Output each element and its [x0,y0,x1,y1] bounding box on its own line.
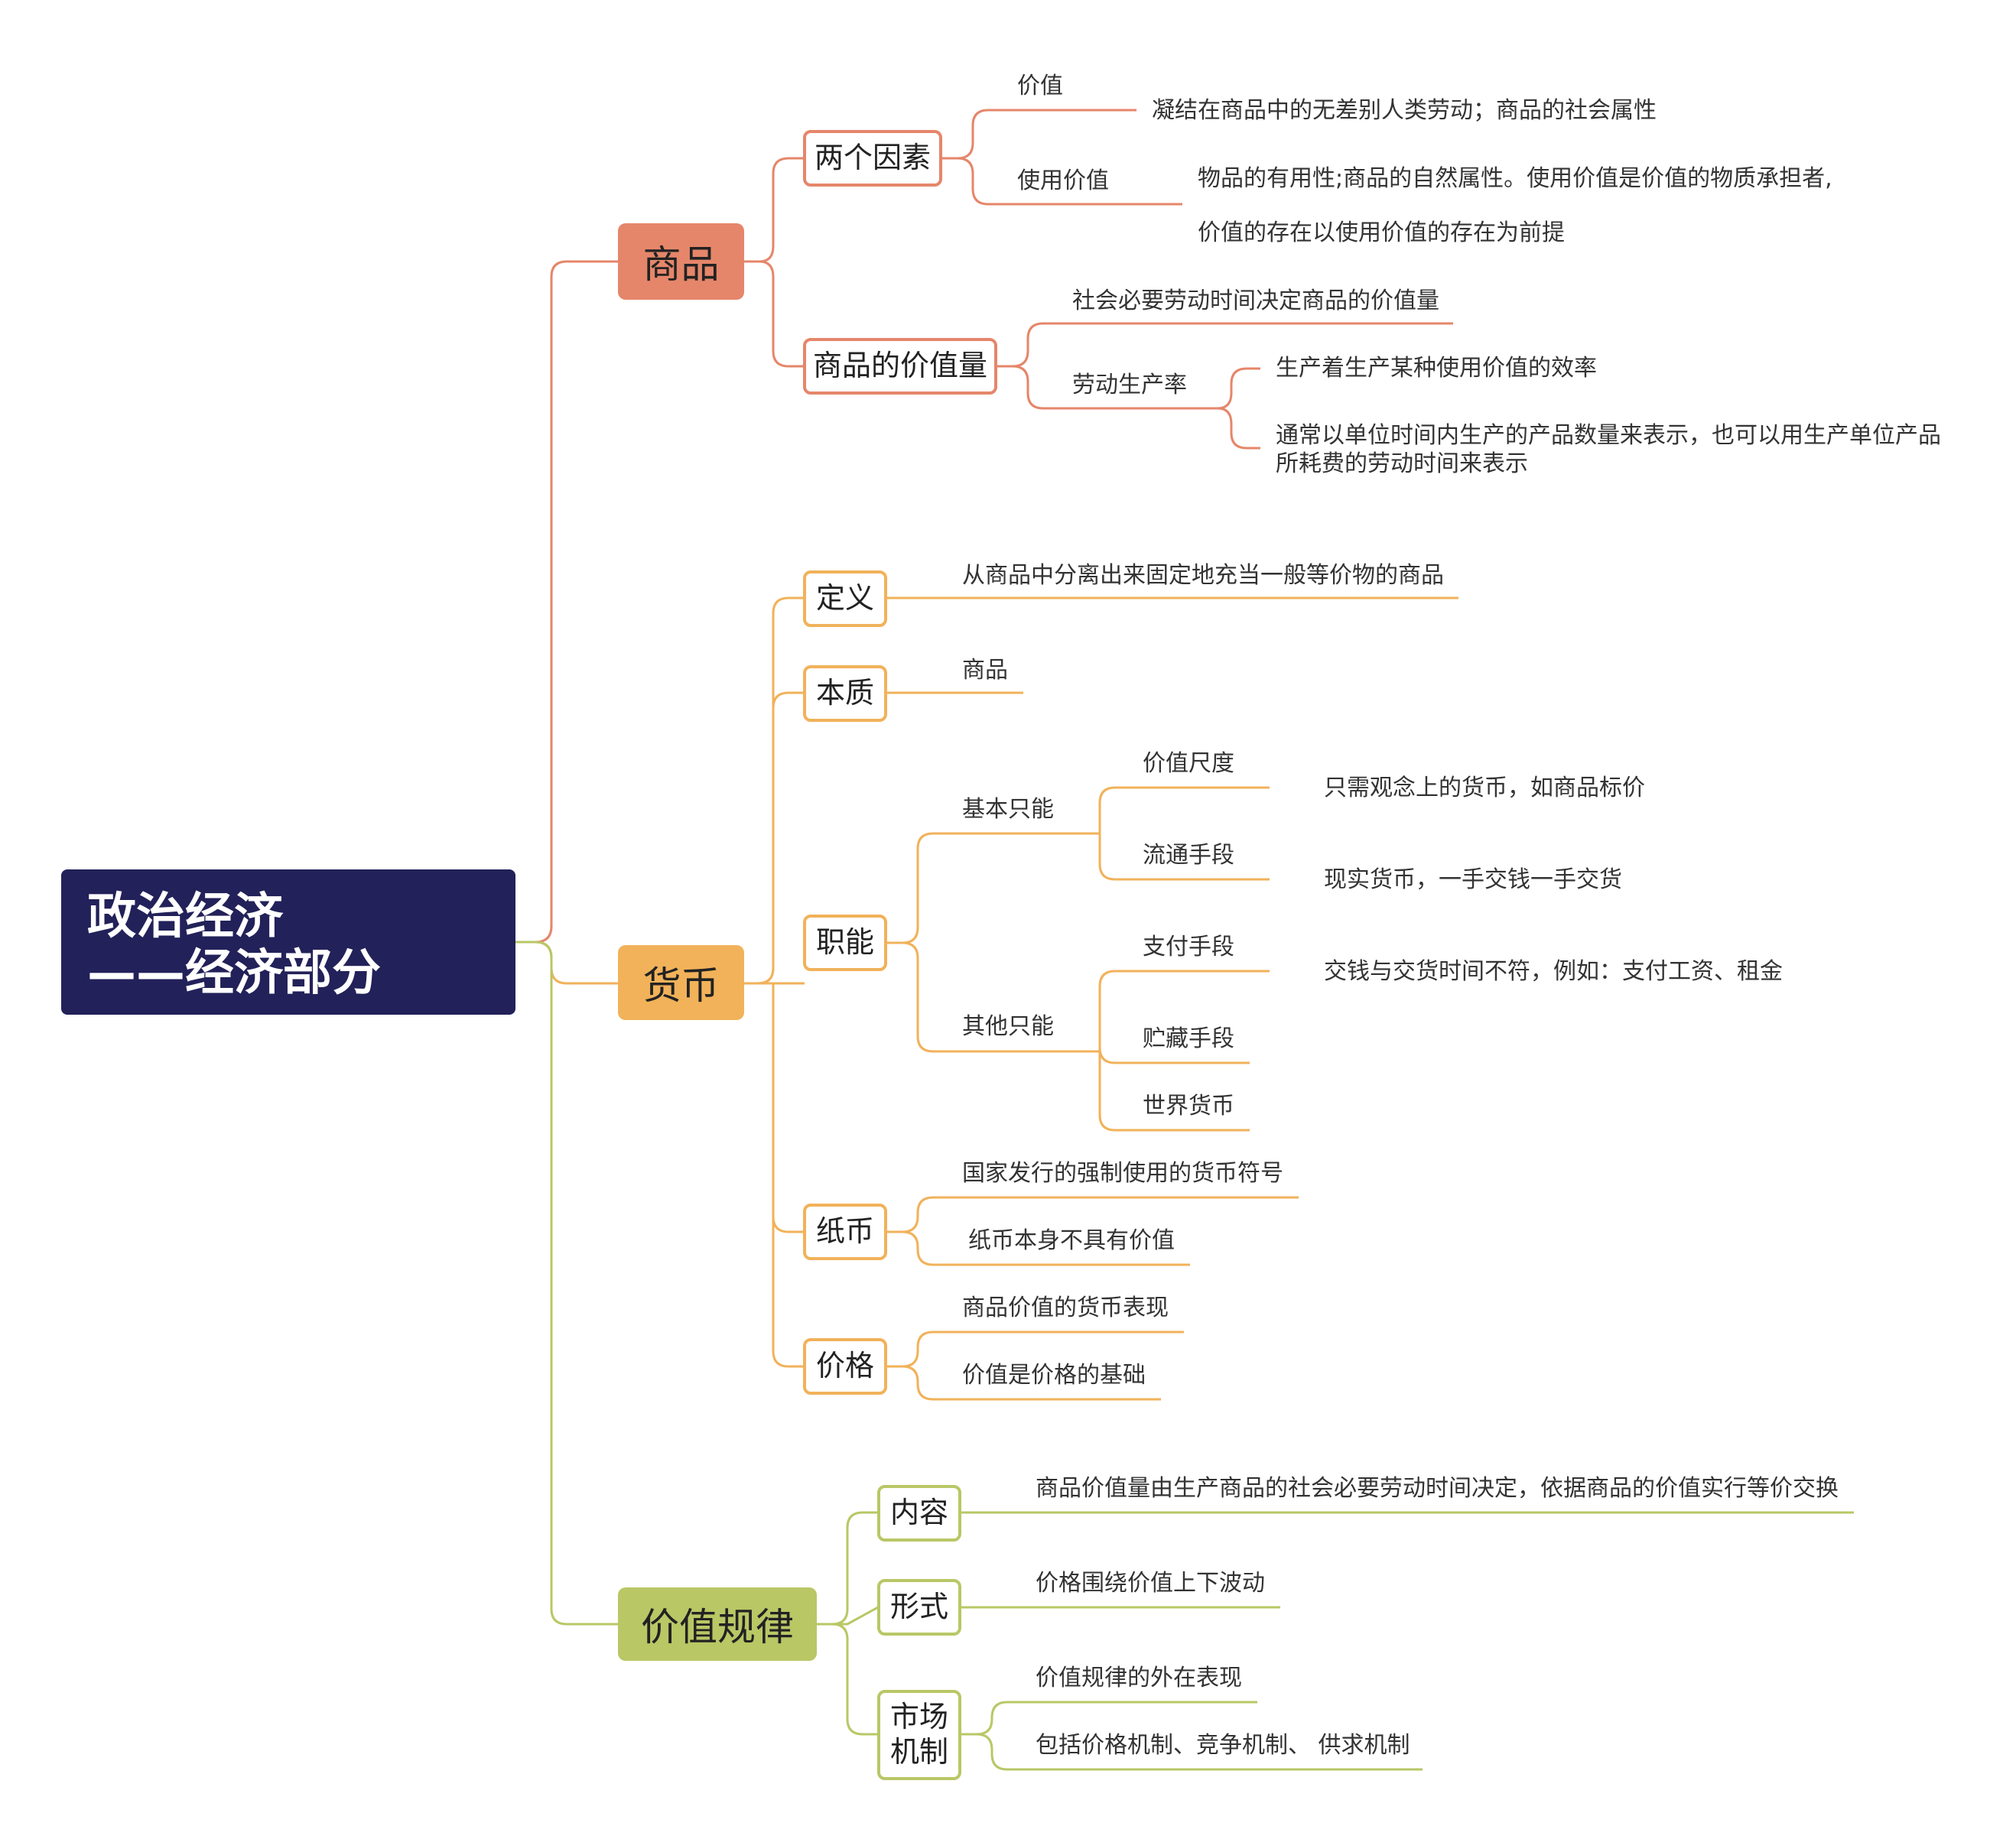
node-essence[interactable]: 本质 [803,665,887,722]
node-label: 内容 [889,1496,948,1530]
node-label: 纸币 [815,1214,874,1249]
node-content[interactable]: 内容 [877,1485,961,1542]
node-label: 定义 [815,581,874,616]
main-node-currency[interactable]: 货币 [618,945,744,1020]
currency-connectors [743,596,1458,1401]
root-connectors [515,260,619,1626]
root-node[interactable]: 政治经济 ——经济部分 [61,869,515,1015]
label-labor-productivity[interactable]: 劳动生产率 [1072,372,1187,398]
desc-medium-of-circulation[interactable]: 现实货币，一手交钱一手交货 [1324,866,1622,893]
desc-measure-of-value[interactable]: 只需观念上的货币，如商品标价 [1324,775,1645,801]
node-commodity-value-quantity[interactable]: 商品的价值量 [803,338,997,395]
desc-means-of-payment[interactable]: 交钱与交货时间不符，例如：支付工资、租金 [1324,958,1783,985]
label-means-of-payment[interactable]: 支付手段 [1143,934,1234,960]
node-label: 形式 [889,1590,948,1624]
node-form[interactable]: 形式 [877,1579,961,1636]
label-world-money[interactable]: 世界货币 [1143,1093,1234,1119]
label-value[interactable]: 价值 [1017,73,1063,99]
desc-productivity-2[interactable]: 通常以单位时间内生产的产品数量来表示，也可以用生产单位产品 [1276,422,1941,449]
node-paper-money[interactable]: 纸币 [803,1204,887,1260]
main-node-label: 货币 [642,963,720,1008]
desc-price-1[interactable]: 商品价值的货币表现 [962,1295,1169,1321]
value-law-connectors [817,1511,1854,1771]
node-label: 价格 [815,1349,874,1383]
desc-paper-money-2[interactable]: 纸币本身不具有价值 [968,1227,1175,1254]
node-label: 两个因素 [814,141,931,175]
root-title-line1: 政治经济 [87,889,283,945]
node-label-line1: 市场 [889,1700,948,1734]
desc-paper-money-1[interactable]: 国家发行的强制使用的货币符号 [962,1160,1283,1187]
node-price[interactable]: 价格 [803,1338,887,1395]
commodity-connectors [744,109,1453,450]
desc-market-2[interactable]: 包括价格机制、竞争机制、 供求机制 [1036,1732,1410,1759]
node-label: 商品的价值量 [812,349,987,383]
desc-market-1[interactable]: 价值规律的外在表现 [1036,1665,1242,1691]
desc-value[interactable]: 凝结在商品中的无差别人类劳动；商品的社会属性 [1152,97,1657,124]
main-node-value-law[interactable]: 价值规律 [618,1587,817,1661]
desc-form[interactable]: 价格围绕价值上下波动 [1036,1570,1265,1597]
desc-content[interactable]: 商品价值量由生产商品的社会必要劳动时间决定，依据商品的价值实行等价交换 [1036,1475,1839,1502]
label-basic-functions[interactable]: 基本只能 [962,796,1054,823]
node-functions[interactable]: 职能 [803,915,887,971]
desc-use-value-2[interactable]: 价值的存在以使用价值的存在为前提 [1198,219,1565,246]
root-title-line2: ——经济部分 [87,944,381,1002]
desc-productivity-3[interactable]: 所耗费的劳动时间来表示 [1276,450,1528,477]
node-two-factors[interactable]: 两个因素 [803,130,942,187]
desc-definition[interactable]: 从商品中分离出来固定地充当一般等价物的商品 [962,562,1444,589]
main-node-commodity[interactable]: 商品 [618,223,744,300]
node-definition[interactable]: 定义 [803,570,887,627]
label-other-functions[interactable]: 其他只能 [962,1013,1054,1040]
desc-use-value-1[interactable]: 物品的有用性;商品的自然属性。使用价值是价值的物质承担者, [1198,165,1832,192]
label-use-value[interactable]: 使用价值 [1017,167,1109,194]
node-label-line2: 机制 [889,1735,948,1769]
main-node-label: 商品 [642,242,720,287]
label-social-labor-time[interactable]: 社会必要劳动时间决定商品的价值量 [1072,288,1439,314]
desc-price-2[interactable]: 价值是价格的基础 [962,1362,1146,1389]
node-label: 职能 [815,925,874,960]
desc-essence[interactable]: 商品 [962,657,1008,684]
label-store-of-value[interactable]: 贮藏手段 [1143,1025,1234,1052]
label-medium-of-circulation[interactable]: 流通手段 [1143,842,1234,869]
main-node-label: 价值规律 [641,1605,794,1649]
label-measure-of-value[interactable]: 价值尺度 [1143,750,1234,777]
node-market-mechanism[interactable]: 市场 机制 [877,1690,961,1780]
desc-productivity-1[interactable]: 生产着生产某种使用价值的效率 [1276,355,1597,382]
node-label: 本质 [815,676,874,710]
